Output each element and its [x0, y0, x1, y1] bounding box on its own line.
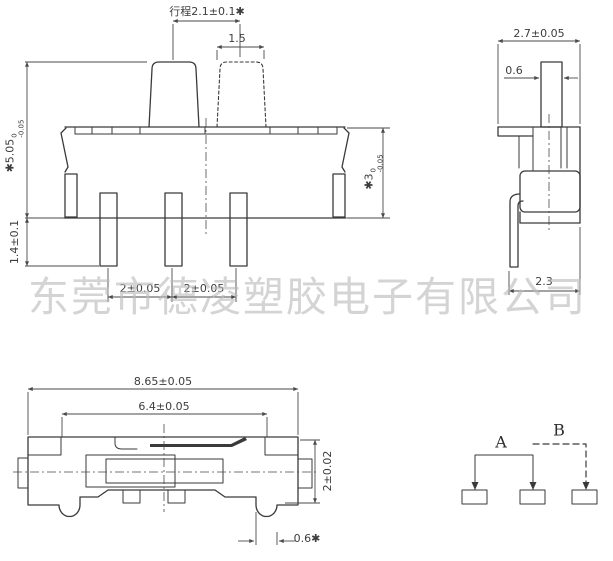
bottom-left-ear	[17, 457, 29, 489]
front-left-clip-tab	[64, 173, 78, 218]
side-width-dim-label: 2.7±0.05	[513, 26, 565, 40]
bottom-foot-dim-label: 0.6✱	[293, 531, 321, 545]
side-bottom-lines	[519, 211, 581, 224]
bottom-inner-ext-lines	[61, 417, 268, 437]
front-stroke-ext-lines	[172, 24, 241, 60]
bottom-centerlines	[13, 424, 317, 512]
circuit-position-a-label: A	[495, 432, 507, 452]
bottom-detent-notch	[114, 436, 138, 450]
bottom-contact-band	[150, 437, 247, 447]
tol-lower: -0.05	[376, 154, 385, 173]
side-left-wall	[518, 126, 534, 171]
side-lower-body	[519, 170, 581, 213]
front-knobwidth-ext-lines	[216, 50, 265, 60]
front-pin-pitch-dim-label-right: 2±0.05	[183, 281, 225, 295]
circuit-position-b-link	[532, 443, 587, 490]
bottom-foot-ext-lines	[255, 512, 278, 545]
side-bottomwidth-ext-lines	[508, 227, 581, 295]
circuit-position-a-link	[474, 454, 534, 490]
circuit-pad-3	[571, 489, 598, 505]
bottom-right-ear	[297, 458, 313, 489]
front-view-drawing	[25, 19, 390, 302]
bottom-inner-width-dim-label: 6.4±0.05	[138, 399, 190, 413]
bottom-inner-corners	[27, 436, 299, 456]
circuit-pad-1	[461, 489, 488, 505]
bottom-window	[105, 458, 224, 484]
front-left-clip	[60, 127, 69, 173]
bottom-view-drawing	[13, 387, 320, 545]
front-height-ext-lines	[25, 61, 147, 219]
front-pin-2	[164, 192, 183, 267]
circuit-position-b-label: B	[553, 420, 565, 440]
front-total-height-tolerance: 0-0.05	[11, 119, 26, 138]
front-pin-pitch-dim-label-left: 2±0.05	[119, 281, 161, 295]
bottom-overall-width-dim-label: 8.65±0.05	[133, 374, 193, 388]
front-knob-phantom	[216, 61, 267, 128]
company-watermark: 东莞市德凌塑胶电子有限公司	[28, 273, 587, 321]
side-terminal	[509, 193, 524, 268]
side-right-wall	[560, 126, 568, 169]
bottom-slider	[85, 454, 176, 488]
bottom-outline	[27, 436, 299, 518]
front-right-clip-tab	[332, 173, 346, 218]
front-pin-1	[99, 192, 118, 267]
side-knob	[540, 61, 563, 128]
bottom-tabs	[122, 489, 186, 504]
front-pin-3	[229, 192, 248, 267]
tol-lower: -0.05	[17, 119, 26, 138]
front-right-clip	[341, 127, 350, 173]
front-knob-width-dim-label: 1.5	[228, 31, 246, 45]
bottom-height-ext-lines	[285, 439, 320, 504]
front-body-height-tolerance: 0-0.05	[370, 154, 385, 173]
front-pitch-ext-lines	[107, 268, 237, 302]
front-flange-ticks	[74, 126, 338, 135]
circuit-pad-2	[519, 489, 546, 505]
front-total-height-value: ✱5.05	[3, 138, 17, 173]
side-width-ext-lines	[497, 44, 581, 124]
side-bottom-width-dim-label: 2.3	[535, 274, 553, 288]
front-bodyheight-ext-lines	[347, 127, 390, 219]
side-left-tab	[497, 126, 534, 137]
bottom-width-ext-lines	[27, 392, 299, 435]
circuit-connection-arrows	[471, 482, 590, 490]
side-knob-width-dim-label: 0.6	[505, 63, 523, 77]
front-knob	[148, 61, 200, 128]
side-view-drawing	[497, 39, 581, 295]
bottom-height-dim-label: 2±0.02	[320, 450, 334, 492]
front-pin-length-dim-label: 1.4±0.1	[7, 219, 21, 265]
circuit-diagram-drawing	[461, 443, 598, 505]
front-stroke-dim-label: 行程2.1±0.1✱	[169, 4, 245, 18]
front-body-height-value: ✱3	[362, 173, 376, 190]
